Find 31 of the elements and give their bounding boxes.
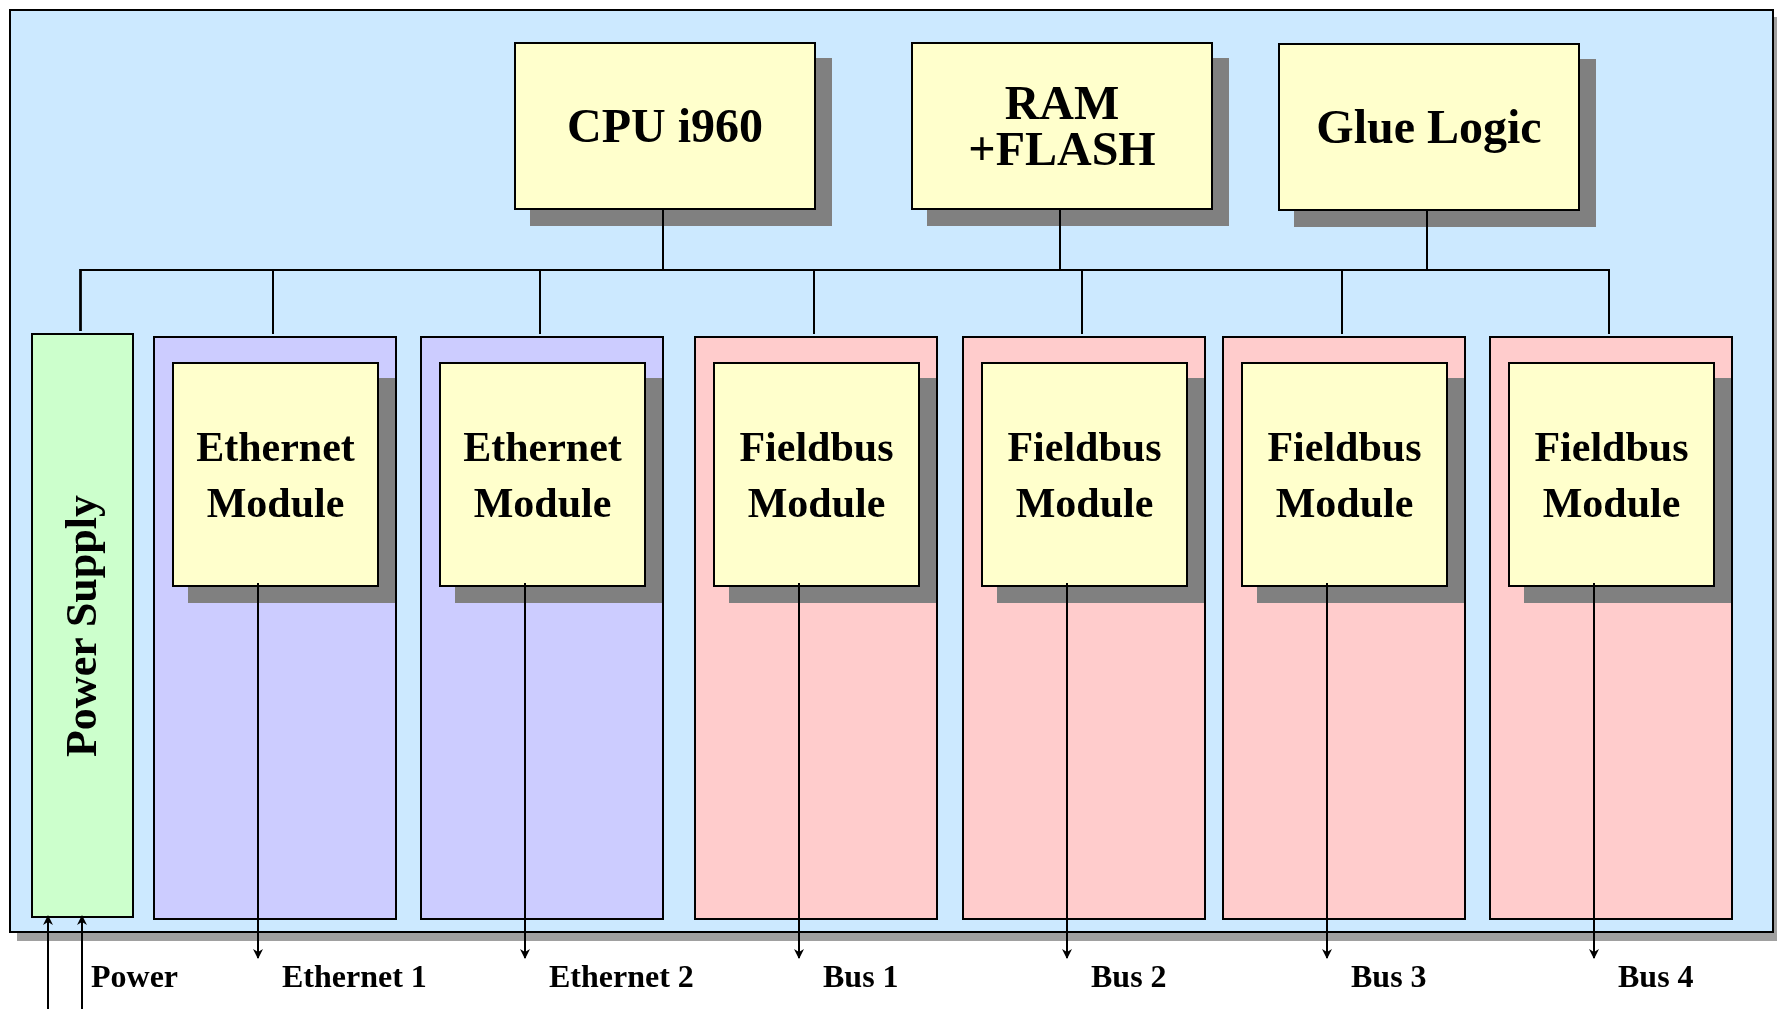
arrow	[1322, 582, 1332, 959]
node-label: Fieldbus Module	[1006, 422, 1163, 528]
node-label: Bus 4	[1618, 958, 1694, 994]
power-label: Power	[91, 958, 179, 994]
node-label: Ethernet Module	[195, 422, 356, 528]
slot-panel	[694, 336, 938, 920]
arrow	[253, 582, 263, 959]
slot-panel	[1222, 336, 1466, 920]
node-label: CPU i960	[567, 103, 763, 149]
arrow	[794, 582, 804, 959]
slot-panel	[153, 336, 397, 920]
node-label: Fieldbus Module	[1266, 422, 1423, 528]
arrow	[520, 582, 530, 959]
arrow	[43, 915, 53, 1009]
slot-panel	[962, 336, 1206, 920]
arrow	[1589, 582, 1599, 959]
arrow	[77, 915, 87, 1009]
node-label: Ethernet 1	[282, 958, 427, 994]
node-label: Fieldbus Module	[738, 422, 895, 528]
node-label: Ethernet Module	[462, 422, 623, 528]
node-label: RAM +FLASH	[967, 80, 1157, 172]
power-supply-box	[31, 333, 134, 918]
node-label: Bus 1	[823, 958, 899, 994]
node-label: Bus 2	[1091, 958, 1167, 994]
slot-panel	[1489, 336, 1733, 920]
node-label: Bus 3	[1351, 958, 1427, 994]
slot-panel	[420, 336, 664, 920]
arrow	[1062, 582, 1072, 959]
node-label: Ethernet 2	[549, 958, 694, 994]
node-label: Fieldbus Module	[1533, 422, 1690, 528]
node-label: Power Supply	[56, 494, 108, 757]
